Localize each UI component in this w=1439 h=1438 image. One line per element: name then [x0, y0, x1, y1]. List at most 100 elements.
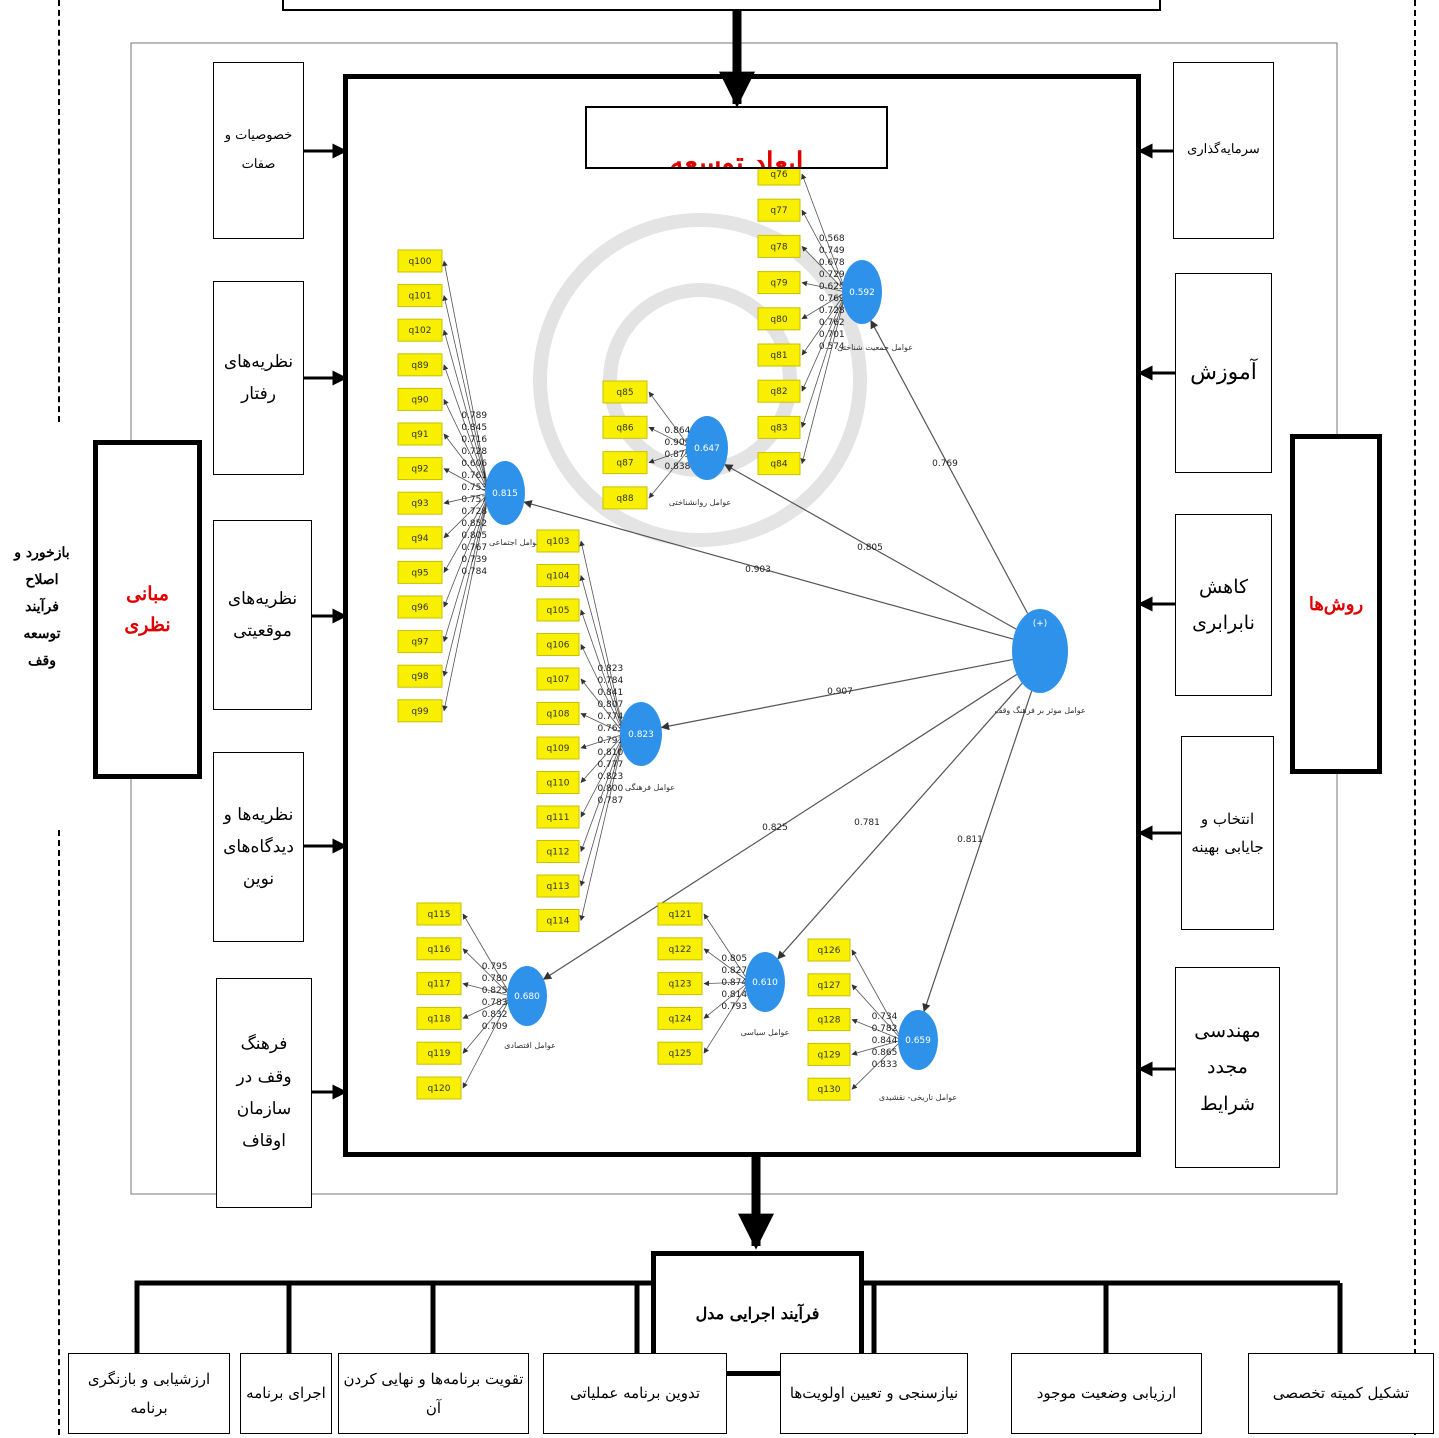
loading-arrow-q117 [462, 982, 512, 997]
indicator-q80 [757, 307, 801, 331]
indicator-label-q100: q100 [409, 257, 432, 267]
indicator-q87 [602, 451, 648, 475]
loading-arrow-q91 [443, 433, 490, 494]
feedback-line-3: فرآیند [25, 599, 59, 615]
loading-demographic-9: 0.574 [819, 342, 845, 352]
step-program-execution: اجرای برنامه [240, 1353, 332, 1434]
loading-arrow-q104 [579, 574, 625, 735]
loading-political-0: 0.805 [721, 954, 747, 964]
loading-demographic-1: 0.749 [819, 246, 845, 256]
step-strengthen-finalize: تقویت برنامه‌ها و نهایی کردن آن [338, 1353, 529, 1434]
loading-psychological-0: 0.864 [665, 426, 691, 436]
indicator-q106 [536, 633, 580, 656]
loading-cultural-8: 0.777 [597, 760, 623, 770]
indicator-label-q104: q104 [547, 572, 570, 582]
feedback-line-5: وقف [28, 653, 56, 669]
construct-central [1012, 609, 1068, 693]
loading-arrow-q110 [580, 733, 625, 783]
loading-arrow-q84 [800, 291, 847, 465]
loading-arrow-q118 [462, 995, 512, 1019]
indicator-q95 [397, 560, 443, 584]
loading-arrow-q121 [703, 913, 750, 983]
construct-value-historical: 0.659 [905, 1036, 931, 1046]
feedback-dash-bottom [58, 830, 60, 1435]
indicator-q124 [657, 1006, 703, 1030]
loading-political-4: 0.793 [721, 1002, 747, 1012]
loading-arrow-q116 [462, 948, 512, 997]
construct-label-psychological: عوامل روانشناختی [669, 498, 731, 507]
left-box-behavior-theories: نظریه‌های رفتار [213, 281, 304, 475]
dimensions-title-box: ابعاد توسعه [585, 106, 888, 169]
construct-value-social: 0.815 [492, 489, 518, 499]
indicator-label-q90: q90 [411, 395, 428, 405]
indicator-q84 [757, 452, 801, 476]
construct-value-political: 0.610 [752, 978, 778, 988]
right-box-reduce-inequality: کاهش نابرابری [1175, 514, 1272, 696]
indicator-q129 [807, 1042, 851, 1066]
loading-arrow-q89 [443, 364, 490, 494]
indicator-label-q111: q111 [547, 813, 570, 823]
step-operational-plan: تدوین برنامه عملیاتی [543, 1353, 727, 1434]
indicator-q100 [397, 249, 443, 273]
step-current-status: ارزیابی وضعیت موجود [1011, 1353, 1202, 1434]
indicator-label-q84: q84 [770, 460, 787, 470]
loading-cultural-4: 0.774 [597, 712, 623, 722]
loading-arrow-q101 [442, 295, 490, 494]
indicator-q130 [807, 1077, 851, 1101]
loading-cultural-7: 0.810 [597, 748, 623, 758]
loading-demographic-6: 0.728 [819, 306, 845, 316]
loading-arrow-q119 [462, 995, 512, 1054]
loading-arrow-q111 [580, 733, 625, 818]
loading-arrow-q105 [580, 609, 625, 735]
loading-arrow-q95 [443, 492, 490, 573]
indicator-label-q99: q99 [411, 707, 428, 717]
indicator-q113 [536, 874, 580, 898]
loading-demographic-4: 0.625 [819, 282, 845, 292]
feedback-dash-top [58, 0, 60, 422]
loading-arrow-q94 [443, 492, 490, 539]
indicator-q93 [397, 491, 443, 515]
indicator-q120 [416, 1076, 462, 1100]
loading-historical-4: 0.833 [872, 1060, 898, 1070]
loading-arrow-q87 [648, 447, 691, 464]
indicator-q102 [397, 318, 443, 342]
loading-cultural-3: 0.807 [597, 700, 623, 710]
loading-historical-1: 0.782 [872, 1024, 898, 1034]
loading-arrow-q124 [703, 981, 750, 1019]
indicator-q125 [657, 1041, 703, 1065]
loading-cultural-10: 0.800 [597, 784, 623, 794]
indicator-q110 [536, 771, 580, 794]
indicator-label-q101: q101 [409, 292, 432, 302]
dimensions-title: ابعاد توسعه [669, 146, 804, 169]
indicator-q81 [757, 343, 801, 367]
indicator-label-q129: q129 [818, 1050, 841, 1060]
indicator-label-q96: q96 [411, 603, 428, 613]
loading-social-12: 0.739 [461, 555, 487, 565]
indicator-q94 [397, 526, 443, 550]
loading-arrow-q114 [579, 733, 625, 922]
indicator-q123 [657, 972, 703, 996]
indicator-label-q102: q102 [409, 326, 432, 336]
path-coef-historical: 0.811 [957, 835, 983, 845]
loading-arrow-q96 [443, 492, 490, 608]
indicator-label-q97: q97 [411, 638, 428, 648]
indicator-label-q120: q120 [428, 1084, 451, 1094]
loading-social-7: 0.757 [461, 495, 487, 505]
indicator-label-q83: q83 [770, 423, 787, 433]
indicator-q101 [397, 284, 443, 308]
loading-social-11: 0.767 [461, 543, 487, 553]
path-coef-cultural: 0.907 [827, 687, 853, 697]
indicator-label-q98: q98 [411, 672, 428, 682]
construct-value-central: (+) [1033, 619, 1048, 629]
indicator-label-q108: q108 [547, 710, 570, 720]
indicator-label-q106: q106 [547, 641, 570, 651]
loading-arrow-q120 [462, 995, 512, 1089]
loading-arrow-q82 [801, 291, 847, 392]
indicator-q92 [397, 457, 443, 481]
right-box-investment: سرمایه‌گذاری [1173, 62, 1274, 239]
loading-arrow-q79 [801, 280, 847, 293]
loading-arrow-q99 [442, 492, 490, 712]
indicator-label-q82: q82 [770, 387, 787, 397]
indicator-q89 [397, 353, 443, 377]
